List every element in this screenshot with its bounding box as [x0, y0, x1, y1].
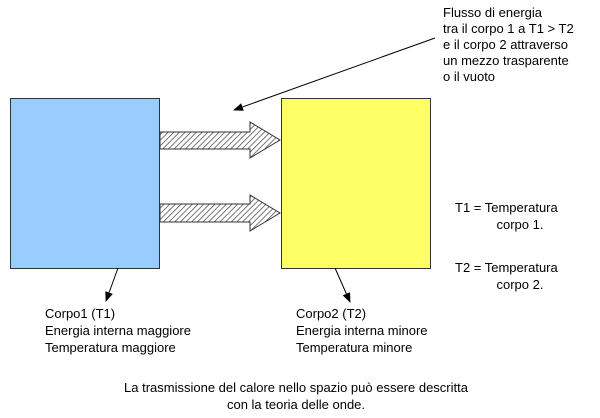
body1-box — [10, 98, 160, 269]
callout-line: o il vuoto — [443, 69, 495, 84]
legend-t2: T2 = Temperatura — [455, 260, 559, 275]
legend-t2-body: corpo 2. — [497, 277, 544, 292]
callout-pointer — [233, 37, 436, 111]
body2-box — [281, 98, 431, 269]
body2-name: Corpo2 (T2) — [296, 306, 366, 321]
body1-name: Corpo1 (T1) — [45, 306, 115, 321]
body1-energy: Energia interna maggiore — [45, 323, 191, 338]
caption-line: La trasmissione del calore nello spazio … — [124, 380, 469, 395]
energy-flow-arrow-top — [159, 121, 281, 159]
body2-label: Corpo2 (T2) Energia interna minore Tempe… — [296, 306, 428, 355]
body1-temperature: Temperatura maggiore — [45, 340, 176, 355]
legend-t1: T1 = Temperatura — [455, 200, 559, 215]
body2-energy: Energia interna minore — [296, 323, 428, 338]
callout-line: Flusso di energia — [443, 5, 543, 20]
body2-temperature: Temperatura minore — [296, 340, 412, 355]
legend-t1-body: corpo 1. — [497, 217, 544, 232]
energy-flow-arrow-bottom — [159, 194, 281, 232]
body2-pointer — [334, 267, 351, 303]
callout-text: Flusso di energia tra il corpo 1 a T1 > … — [443, 5, 574, 84]
callout-line: tra il corpo 1 a T1 > T2 — [443, 21, 574, 36]
body1-label: Corpo1 (T1) Energia interna maggiore Tem… — [45, 306, 191, 355]
callout-line: e il corpo 2 attraverso — [443, 37, 568, 52]
legend: T1 = Temperatura corpo 1. T2 = Temperatu… — [455, 200, 559, 292]
caption-line: con la teoria delle onde. — [227, 397, 365, 412]
callout-line: un mezzo trasparente — [443, 53, 569, 68]
body1-pointer — [105, 267, 119, 302]
caption: La trasmissione del calore nello spazio … — [124, 380, 469, 412]
